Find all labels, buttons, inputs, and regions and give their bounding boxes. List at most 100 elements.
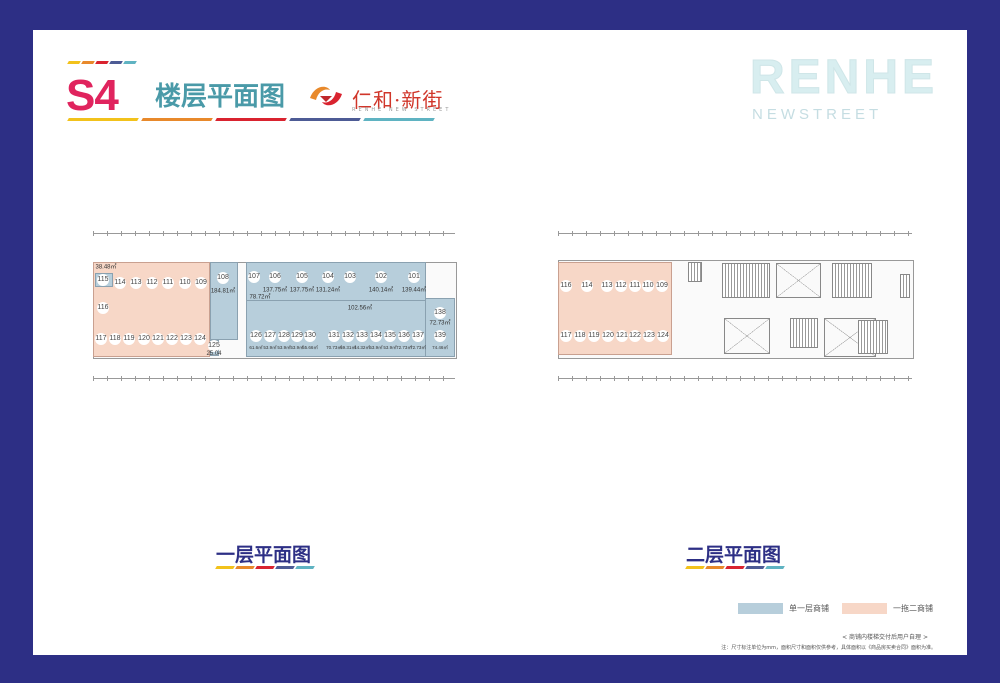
- dimension-tick: [303, 231, 304, 236]
- dimension-tick: [894, 231, 895, 236]
- f1-unit-107-area: 78.72㎡: [249, 294, 271, 301]
- f1-unit-108-area: 184.81㎡: [210, 288, 236, 295]
- f2-unit-110: 110: [642, 280, 654, 292]
- f1-unit-111: 111: [162, 277, 174, 289]
- f1-unit-132: 132: [342, 330, 354, 342]
- f1-unit-101-area: 139.44㎡: [401, 287, 427, 294]
- dimension-tick: [866, 231, 867, 236]
- f1-unit-135: 135: [384, 330, 396, 342]
- dimension-tick: [107, 376, 108, 381]
- f1-unit-138-area: 72.73㎡: [429, 320, 451, 327]
- f2-unit-120: 120: [602, 330, 614, 342]
- dimension-tick: [698, 231, 699, 236]
- dimension-tick: [628, 231, 629, 236]
- dimension-tick: [866, 376, 867, 381]
- dimension-tick: [303, 376, 304, 381]
- f1-unit-129: 129: [291, 330, 303, 342]
- f2-unit-118: 118: [574, 330, 586, 342]
- dimension-tick: [740, 376, 741, 381]
- color-stripe: [215, 118, 287, 121]
- dimension-tick: [726, 231, 727, 236]
- f2-unit-117: 117: [560, 330, 572, 342]
- f1-unit-104-area: 131.24㎡: [315, 287, 341, 294]
- f1-unit-120: 120: [138, 333, 150, 345]
- dimension-tick: [600, 376, 601, 381]
- dimension-tick: [149, 231, 150, 236]
- dimension-tick: [233, 231, 234, 236]
- f1-unit-119: 119: [123, 333, 135, 345]
- dimension-tick: [317, 231, 318, 236]
- dimension-tick: [135, 376, 136, 381]
- stairs: [688, 262, 702, 282]
- dimension-line: [93, 233, 455, 234]
- f1-unit-122: 122: [166, 333, 178, 345]
- f1-unit-124: 124: [194, 333, 206, 345]
- dimension-tick: [614, 376, 615, 381]
- dimension-tick: [838, 376, 839, 381]
- dimension-tick: [163, 376, 164, 381]
- dimension-tick: [261, 231, 262, 236]
- dimension-tick: [121, 231, 122, 236]
- dimension-tick: [852, 231, 853, 236]
- dimension-tick: [275, 231, 276, 236]
- dimension-tick: [107, 231, 108, 236]
- dimension-tick: [782, 231, 783, 236]
- dimension-tick: [289, 376, 290, 381]
- f1-unit-112: 112: [146, 277, 158, 289]
- dimension-tick: [726, 376, 727, 381]
- color-stripe: [295, 566, 315, 569]
- f1-unit-113: 113: [130, 277, 142, 289]
- f1-unit-116: 116: [97, 302, 109, 314]
- stairs: [900, 274, 910, 298]
- f1-unit-107: 107: [248, 271, 260, 283]
- dimension-tick: [558, 231, 559, 236]
- dimension-tick: [782, 376, 783, 381]
- dimension-tick: [359, 376, 360, 381]
- building-code: S4: [66, 71, 119, 120]
- dimension-tick: [670, 376, 671, 381]
- f1-unit-103-area: 102.56㎡: [347, 305, 373, 312]
- color-stripe: [81, 61, 95, 64]
- f1-unit-128-area: 53.9㎡: [277, 345, 291, 350]
- dimension-tick: [614, 231, 615, 236]
- dimension-tick: [684, 376, 685, 381]
- dimension-tick: [443, 376, 444, 381]
- f2-unit-123: 123: [643, 330, 655, 342]
- color-stripe: [765, 566, 785, 569]
- dimension-tick: [642, 376, 643, 381]
- dimension-tick: [628, 376, 629, 381]
- dimension-tick: [586, 376, 587, 381]
- dimension-tick: [289, 231, 290, 236]
- dimension-tick: [572, 231, 573, 236]
- cinema-seating: [790, 318, 818, 348]
- f1-unit-104: 104: [322, 271, 334, 283]
- void-area: [724, 318, 770, 354]
- color-stripe: [289, 118, 361, 121]
- f1-unit-136-area: 72.73㎡: [396, 345, 412, 350]
- dimension-tick: [908, 231, 909, 236]
- floor1-title: 一层平面图: [216, 544, 312, 566]
- f2-unit-116: 116: [560, 280, 572, 292]
- f1-unit-131: 131: [328, 330, 340, 342]
- dimension-tick: [712, 376, 713, 381]
- dimension-tick: [670, 231, 671, 236]
- dimension-tick: [824, 376, 825, 381]
- dimension-tick: [163, 231, 164, 236]
- f2-unit-124: 124: [657, 330, 669, 342]
- f1-unit-105-area: 137.75㎡: [289, 287, 315, 294]
- f1-unit-109: 109: [195, 277, 207, 289]
- dimension-tick: [93, 231, 94, 236]
- dimension-tick: [359, 231, 360, 236]
- color-stripe: [275, 566, 295, 569]
- dimension-tick: [754, 231, 755, 236]
- f1-unit-128: 128: [278, 330, 290, 342]
- dimension-tick: [429, 376, 430, 381]
- f1-unit-133: 133: [356, 330, 368, 342]
- color-stripe: [255, 566, 275, 569]
- dimension-tick: [205, 231, 206, 236]
- dimension-tick: [824, 231, 825, 236]
- dimension-tick: [656, 231, 657, 236]
- dimension-tick: [796, 376, 797, 381]
- dimension-tick: [331, 376, 332, 381]
- logo-subtext: RENHE NEW STREET: [352, 107, 452, 113]
